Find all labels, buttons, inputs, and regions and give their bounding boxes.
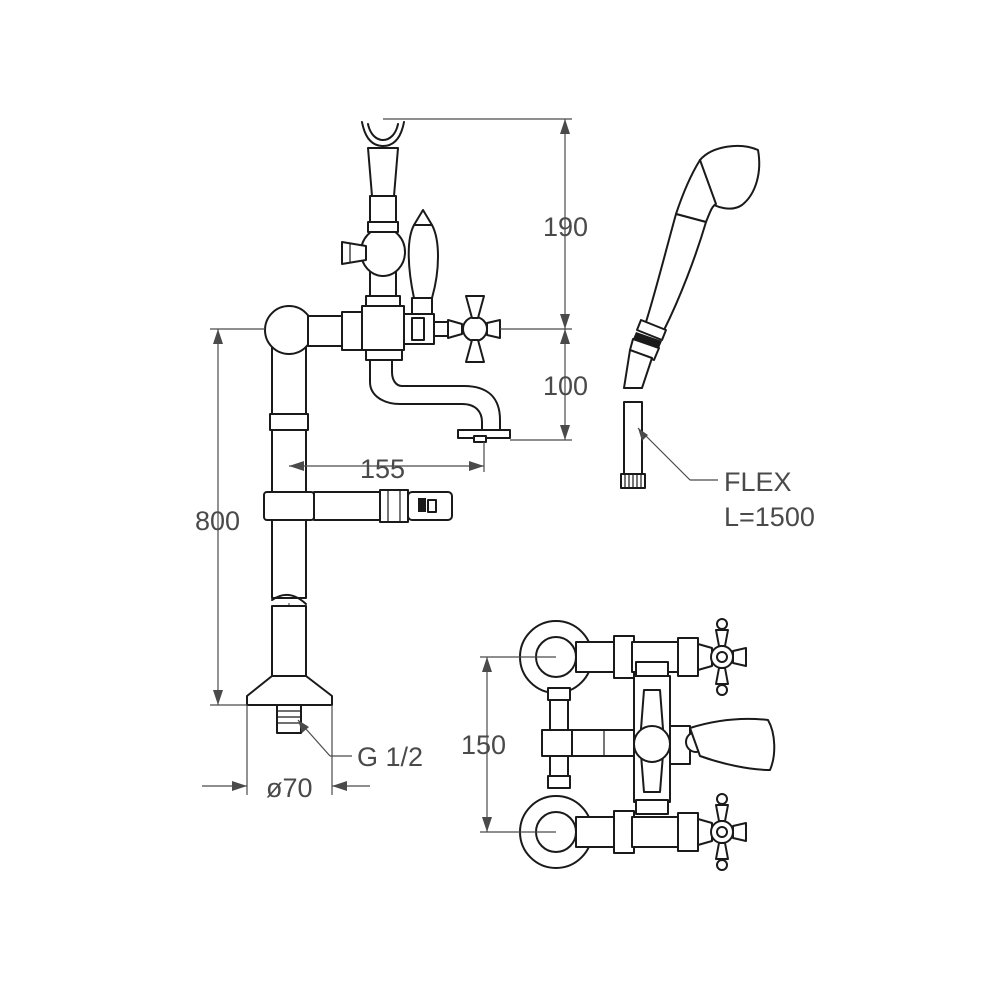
hose-lower [623,401,643,475]
diverter-bottom-nut [635,799,669,815]
column-nut [269,413,309,431]
holder-ball [360,227,406,277]
dim-thread-label: G 1/2 [357,742,423,772]
arm-nut [341,311,365,351]
lever-base [411,297,433,315]
thread-connector [276,704,302,734]
aerator-tip [473,435,487,443]
lever-tip [413,209,433,226]
spout-aerator [457,429,511,439]
handle-ring-2 [629,338,660,361]
hose-type-label: FLEX [724,467,792,497]
bath-spout [369,359,501,431]
holder-tube [367,147,399,197]
column-lower-tube [271,519,307,599]
porcelain-lever [407,224,439,299]
mid-pipe-right [571,729,635,757]
hand-shower: FLEX L=1500 [620,144,815,532]
holder-collar [365,295,401,307]
front-porcelain-lever [689,717,776,771]
column-break-line [271,593,307,605]
mixer-body [361,305,405,351]
handle-stem [433,321,449,337]
holder-body [369,195,397,223]
column-clamp [263,491,315,521]
shower-head [699,144,761,210]
spout-collar [365,349,403,361]
upper-inlet-pipe [575,641,617,673]
cross-handle-arm-bottom [465,339,485,363]
dim-155-label: 155 [360,454,405,484]
mid-pipe-left [541,729,573,757]
handle-ring-1 [636,319,667,341]
side-view-dimensions: 190 100 155 800 G 1/2 ø70 [195,118,588,803]
front-view-dimensions: 150 [461,656,556,833]
diverter-top-nut [635,661,669,677]
bracket-mark-right [427,499,437,513]
holder-side-knob [341,241,367,265]
dim-base-diameter-label: ø70 [266,773,313,803]
connector-nut-top [547,687,571,701]
bracket-nut [379,489,409,523]
dim-190-label: 190 [543,212,588,242]
lower-valve-body [631,816,681,848]
dim-100-label: 100 [543,371,588,401]
diverter-knob [633,725,671,763]
hose-length-label: L=1500 [724,502,815,532]
shower-handle [645,213,707,331]
diverter-cap [411,317,425,341]
hose-upper [623,349,653,389]
bracket-arm [313,491,385,521]
column-bottom-tube [271,605,307,677]
cross-handle-hub [462,316,488,342]
front-view-mixer [519,618,776,871]
floor-base [246,675,333,706]
handle-ring-dark [633,332,662,348]
column-elbow-ball [264,305,314,355]
bracket-mark-left [418,498,426,512]
dim-800-label: 800 [195,506,240,536]
dim-150-label: 150 [461,730,506,760]
cross-handle-arm-right [486,319,501,339]
holder-ring [367,221,399,233]
lower-inlet-pipe [575,816,617,848]
holder-cradle [361,121,405,147]
upper-valve-bonnet [677,637,699,677]
lower-valve-bonnet [677,812,699,852]
connector-nut-bottom [547,775,571,789]
cross-handle-arm-top [465,295,485,319]
side-view-mixer [246,121,511,734]
